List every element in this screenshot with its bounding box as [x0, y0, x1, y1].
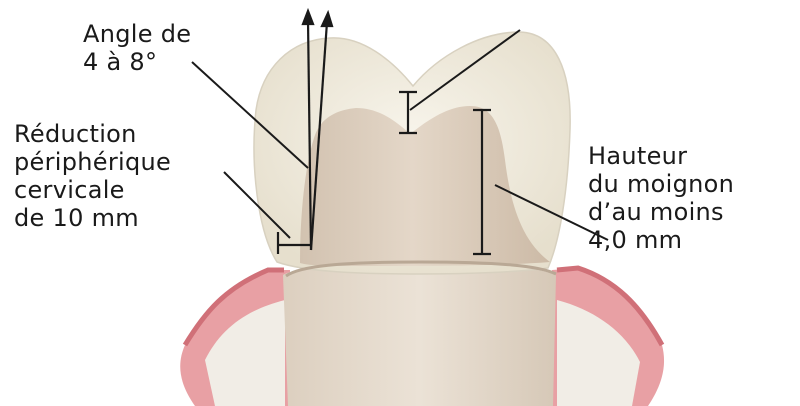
tooth-root [283, 264, 556, 406]
gum-left [180, 270, 290, 406]
angle-label-line-2: 4 à 8° [83, 48, 191, 76]
angle-label-line-1: Angle de [83, 20, 191, 48]
reduction-label-line-4: de 10 mm [14, 204, 171, 232]
height-label-line-4: 4,0 mm [588, 226, 734, 254]
height-label: Hauteur du moignon d’au moins 4,0 mm [588, 142, 734, 254]
angle-label: Angle de 4 à 8° [83, 20, 191, 76]
reduction-label: Réduction périphérique cervicale de 10 m… [14, 120, 171, 232]
reduction-label-line-2: périphérique [14, 148, 171, 176]
reduction-label-line-1: Réduction [14, 120, 171, 148]
gum-right [552, 268, 664, 406]
height-label-line-1: Hauteur [588, 142, 734, 170]
reduction-label-line-3: cervicale [14, 176, 171, 204]
height-label-line-2: du moignon [588, 170, 734, 198]
height-label-line-3: d’au moins [588, 198, 734, 226]
